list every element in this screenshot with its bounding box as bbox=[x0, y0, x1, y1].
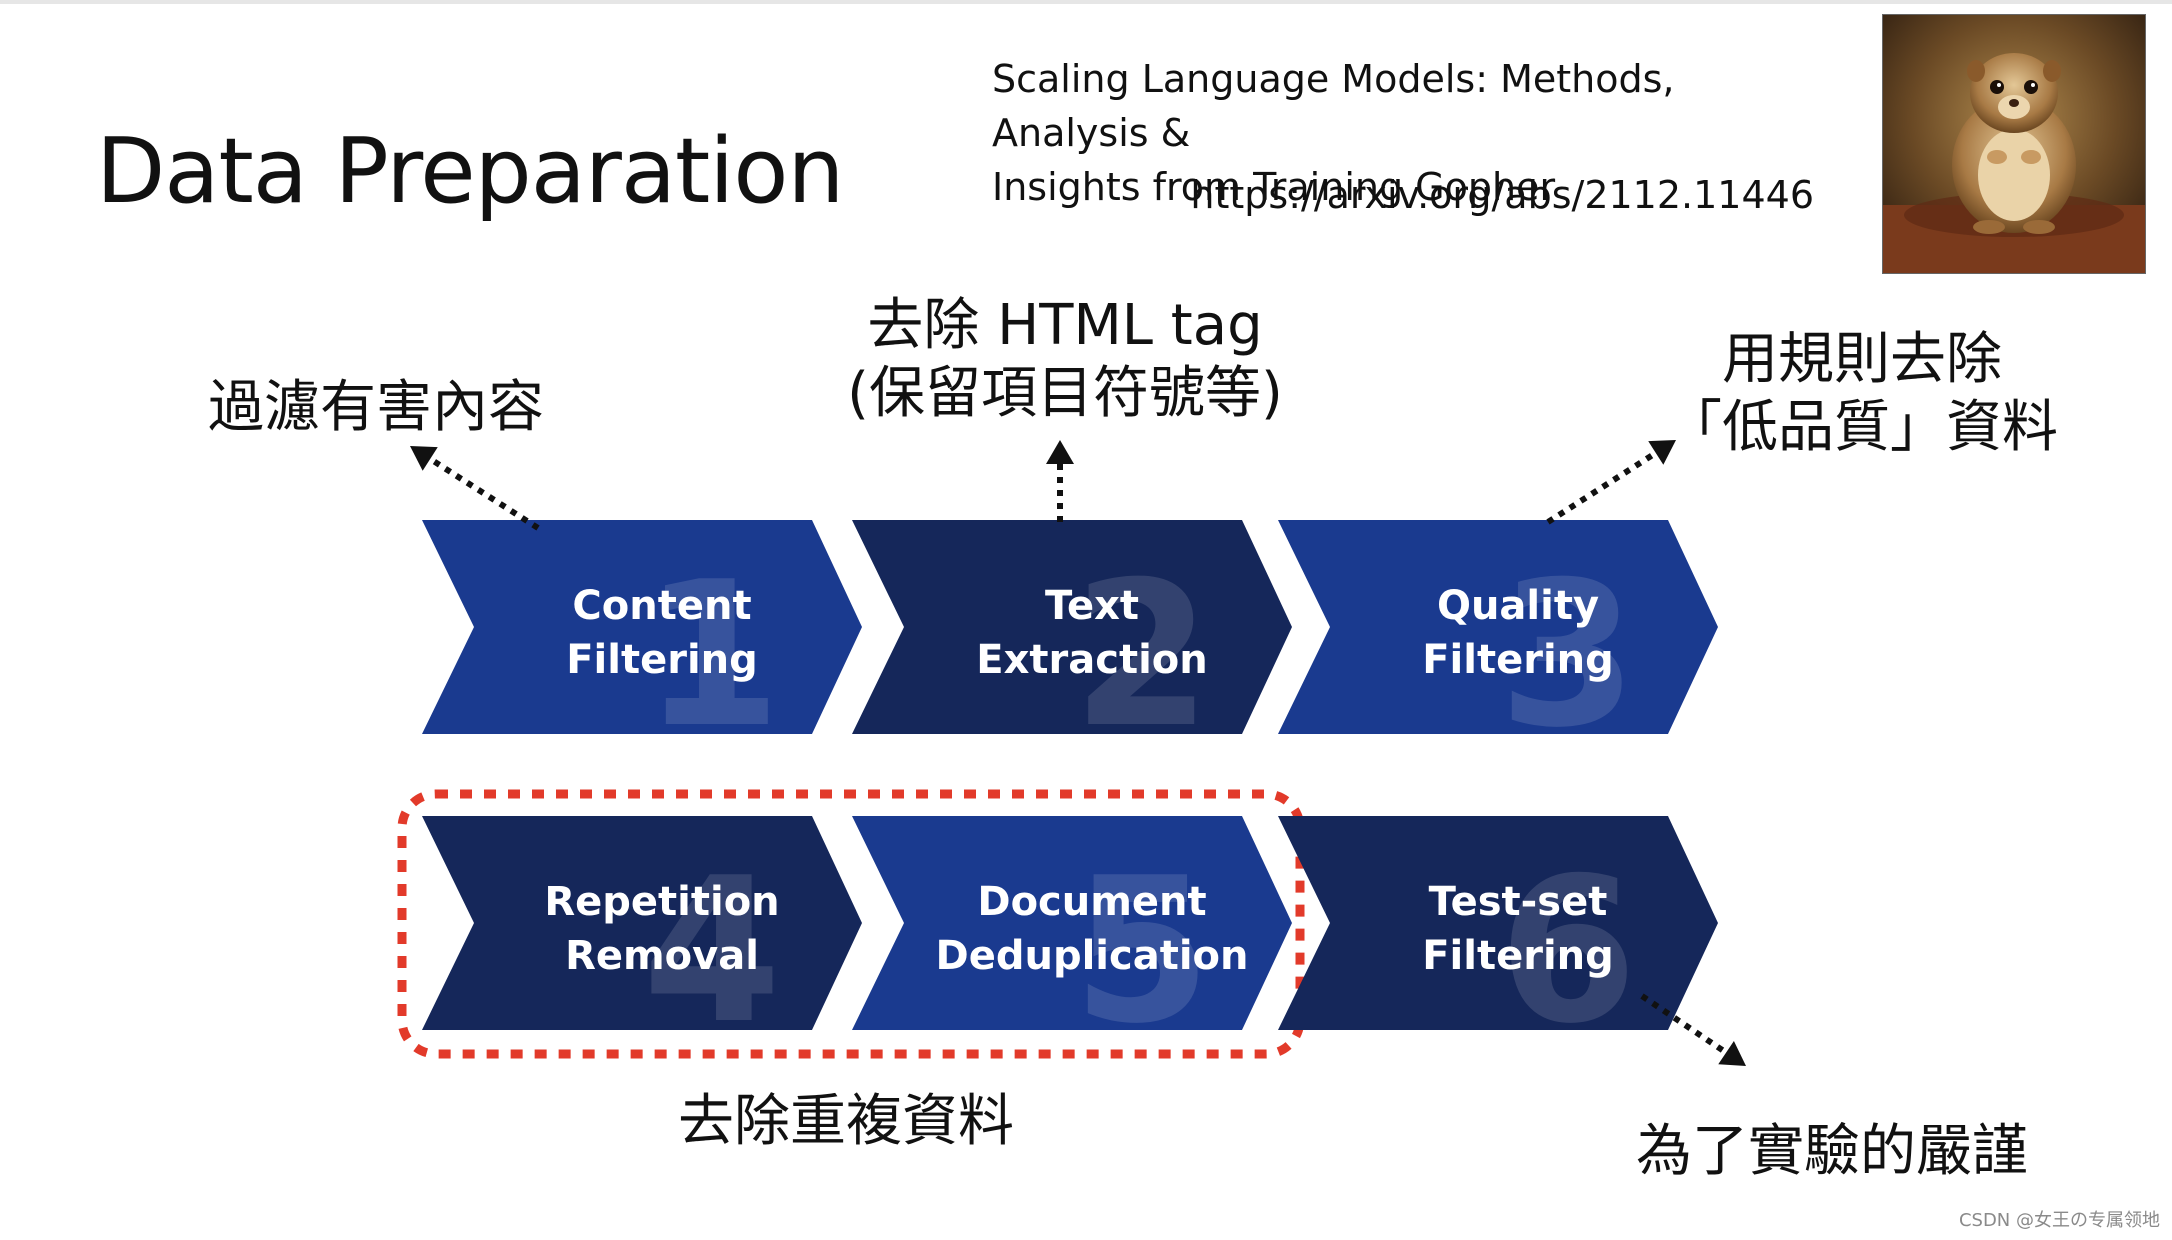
annotation-text-extract-line-2: (保留項目符號等) bbox=[847, 361, 1283, 426]
annotation-quality-line-2: 「低品質」資料 bbox=[1666, 395, 2058, 460]
step-5-number: 5 bbox=[1072, 835, 1211, 1068]
annotation-text-extract: 去除 HTML tag (保留項目符號等) bbox=[830, 292, 1300, 428]
step-3-chevron bbox=[1278, 520, 1718, 734]
step-3-label-line-1: Quality bbox=[1437, 583, 1599, 629]
watermark: CSDN @女王の专属领地 bbox=[1958, 1210, 2160, 1231]
step-2-label-line-2: Extraction bbox=[976, 637, 1207, 683]
arrow-text-extract bbox=[1046, 440, 1074, 522]
step-5-label-line-2: Deduplication bbox=[936, 933, 1249, 979]
arrow-test-set-head bbox=[1718, 1040, 1746, 1066]
top-divider bbox=[0, 0, 2172, 4]
arrow-content-filter bbox=[410, 446, 540, 531]
step-3-number: 3 bbox=[1498, 539, 1637, 772]
step-4-label-line-1: Repetition bbox=[544, 879, 779, 925]
arrow-test-set bbox=[1640, 993, 1746, 1066]
step-6-label-line-2: Filtering bbox=[1422, 933, 1614, 979]
step-4-number: 4 bbox=[642, 835, 781, 1068]
paper-reference: Scaling Language Models: Methods, Analys… bbox=[992, 52, 1842, 214]
paper-title-line-2: Insights from Training Gopher bbox=[992, 165, 1556, 209]
step-6-label-line-1: Test-set bbox=[1429, 879, 1608, 925]
arrow-quality-head bbox=[1648, 440, 1676, 465]
annotation-content-filter: 過濾有害內容 bbox=[208, 375, 544, 440]
slide-title: Data Preparation bbox=[96, 119, 844, 224]
annotation-quality-line-1: 用規則去除 bbox=[1722, 327, 2002, 392]
step-5-label-line-1: Document bbox=[977, 879, 1206, 925]
annotation-text-extract-line-1: 去除 HTML tag bbox=[867, 293, 1263, 358]
gopher-photo bbox=[1882, 14, 2146, 274]
annotation-dedup: 去除重複資料 bbox=[678, 1089, 1014, 1154]
paper-url[interactable]: https://arxiv.org/abs/2112.11446 bbox=[1190, 173, 1814, 217]
step-3-label-line-2: Filtering bbox=[1422, 637, 1614, 683]
step-2-label-line-1: Text bbox=[1045, 583, 1139, 629]
step-1-chevron bbox=[422, 520, 862, 734]
step-1-label-line-2: Filtering bbox=[566, 637, 758, 683]
step-1-label-line-1: Content bbox=[572, 583, 751, 629]
step-4-chevron bbox=[422, 816, 862, 1030]
arrow-quality bbox=[1546, 440, 1676, 525]
step-6-number: 6 bbox=[1498, 835, 1637, 1068]
step-4-label-line-2: Removal bbox=[565, 933, 759, 979]
arrow-quality-line bbox=[1546, 450, 1658, 525]
gopher-photo-icon bbox=[1883, 15, 2145, 273]
step-6-chevron bbox=[1278, 816, 1718, 1030]
annotation-test-set: 為了實驗的嚴謹 bbox=[1636, 1119, 2028, 1184]
arrow-text-extract-head bbox=[1046, 440, 1074, 464]
step-2-number: 2 bbox=[1072, 539, 1211, 772]
arrow-content-filter-line bbox=[428, 456, 540, 531]
dedup-highlight-box bbox=[397, 789, 1305, 1059]
arrow-content-filter-head bbox=[410, 446, 438, 471]
annotation-quality: 用規則去除 「低品質」資料 bbox=[1652, 326, 2072, 462]
step-1-number: 1 bbox=[642, 539, 781, 772]
step-2-chevron bbox=[852, 520, 1292, 734]
step-5-chevron bbox=[852, 816, 1292, 1030]
paper-title-line-1: Scaling Language Models: Methods, Analys… bbox=[992, 57, 1675, 155]
arrow-test-set-line bbox=[1640, 993, 1728, 1056]
